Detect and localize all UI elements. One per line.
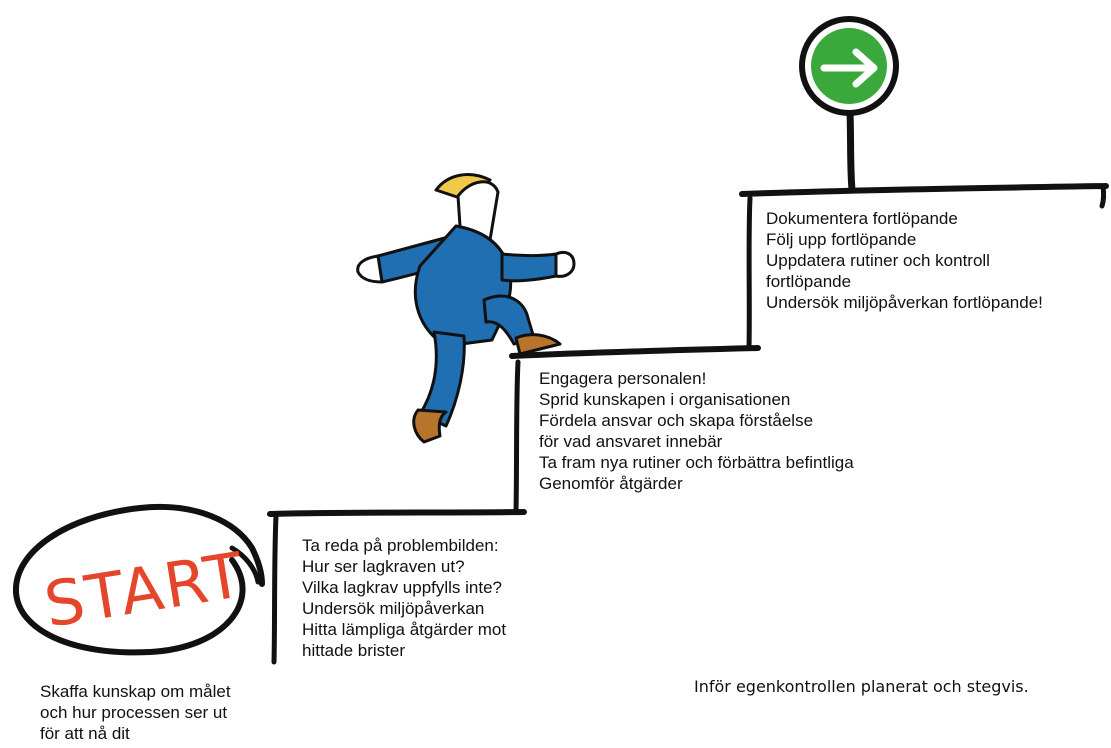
step-line: Engagera personalen! <box>539 369 707 388</box>
running-figure <box>356 173 576 444</box>
staircase <box>267 183 1109 665</box>
figure-leg-back <box>418 330 466 428</box>
figure-hand-right <box>554 250 576 278</box>
step-line: fortlöpande <box>766 272 852 291</box>
figure-shoe-back <box>412 408 448 444</box>
stair-riser-2 <box>513 359 521 515</box>
arrow-right-icon <box>820 48 878 88</box>
step-line: Vilka lagkrav uppfylls inte? <box>302 578 503 597</box>
step-line: Sprid kunskapen i organisationen <box>539 390 791 409</box>
step-line: Hitta lämpliga åtgärder mot <box>302 620 507 639</box>
sign-post <box>846 108 856 194</box>
step-line: Dokumentera fortlöpande <box>766 209 958 228</box>
step-line: Undersök miljöpåverkan <box>302 599 485 618</box>
figure-hand-left <box>356 254 384 284</box>
start-ring <box>12 504 265 656</box>
step-line: hittade brister <box>302 641 405 660</box>
step-line: för vad ansvaret innebär <box>539 432 723 451</box>
step-line: Skaffa kunskap om målet <box>40 682 231 701</box>
stair-riser-3 <box>746 195 753 351</box>
start-ring-tail <box>229 545 261 585</box>
step-line: Ta reda på problembilden: <box>302 536 499 555</box>
stair-tread-3 <box>739 183 1109 197</box>
stair-tread-2 <box>509 345 761 359</box>
start-badge: START <box>12 504 265 656</box>
step-line: för att nå dit <box>40 724 130 743</box>
step-text-problem: Ta reda på problembilden: Hur ser lagkra… <box>302 535 506 661</box>
step-text-knowledge: Skaffa kunskap om målet och hur processe… <box>40 681 231 744</box>
step-line: Ta fram nya rutiner och förbättra befint… <box>539 453 854 472</box>
start-label: START <box>40 538 250 642</box>
step-line: Fördela ansvar och skapa förståelse <box>539 411 814 430</box>
stair-tread-1 <box>267 509 527 517</box>
step-line: Uppdatera rutiner och kontroll <box>766 251 990 270</box>
step-line: Undersök miljöpåverkan fortlöpande! <box>766 293 1043 312</box>
step-line: och hur processen ser ut <box>40 703 228 722</box>
step-text-engage: Engagera personalen! Sprid kunskapen i o… <box>539 368 854 494</box>
step-line: Hur ser lagkraven ut? <box>302 557 465 576</box>
top-title <box>218 0 738 9</box>
figure-shoe-front <box>514 333 562 356</box>
step-line: Genomför åtgärder <box>539 474 683 493</box>
goal-sign <box>799 16 899 194</box>
stair-riser-1 <box>271 513 279 665</box>
footer-note: Inför egenkontrollen planerat och stegvi… <box>694 677 1029 696</box>
stair-end <box>1099 183 1107 209</box>
figure-arm-right <box>500 252 558 283</box>
step-line: Följ upp fortlöpande <box>766 230 917 249</box>
step-text-document: Dokumentera fortlöpande Följ upp fortlöp… <box>766 208 1043 313</box>
